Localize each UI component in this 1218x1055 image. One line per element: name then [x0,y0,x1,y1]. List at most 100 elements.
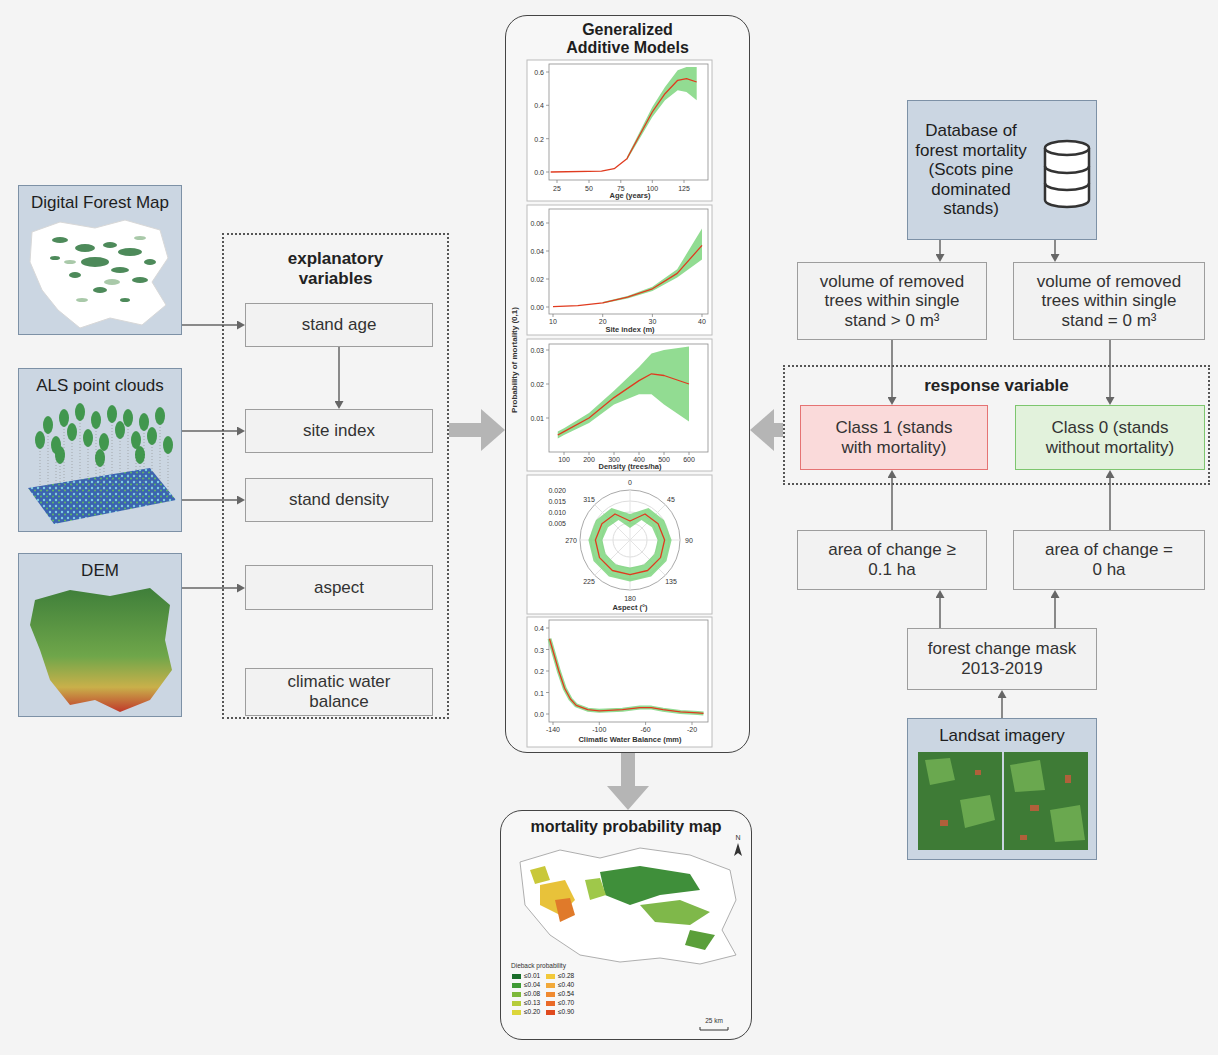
tick-label: 25 km [705,1018,723,1025]
tick-label: -20 [687,726,697,733]
tick-label: 0.2 [534,135,544,142]
legend-item: ≤0.04 [512,981,540,989]
tick-label: 0.2 [534,668,544,675]
node-label: mortality probability map [530,818,721,836]
tick-label: 135 [665,578,677,585]
point-cloud-figure [28,403,176,524]
tick-label: 0.005 [548,520,566,527]
plot-areas [549,64,708,722]
tick-label: 0.03 [530,347,544,354]
tick-label: 45 [667,496,675,503]
source-panel: Landsat imagery [907,718,1097,860]
tick-label: 0.02 [530,381,544,388]
node-label: stand age [302,315,377,335]
tick-label: 225 [583,578,595,585]
axis-title: Aspect (°) [612,604,647,612]
class-box: Class 1 (stands with mortality) [800,405,988,470]
legend-swatch [512,1010,521,1015]
tick-label: 125 [678,185,690,192]
variable-box: stand density [245,478,433,522]
node-label: volume of removed trees within single st… [818,272,966,331]
node-label: Class 1 (stands with mortality) [819,418,969,457]
connector-arrow [182,587,237,589]
node-label: stand density [289,490,389,510]
tick-label: 0.00 [530,304,544,311]
legend-item: ≤0.20 [512,1008,540,1016]
tick-label: 0.01 [530,415,544,422]
database-box: Database of forest mortality (Scots pine… [907,100,1097,240]
legend-swatch [512,974,521,979]
connector-arrow [1001,698,1003,718]
tick-label: 0.0 [534,169,544,176]
variable-box: stand age [245,303,433,347]
variable-box: climatic water balance [245,668,433,716]
tick-label: 0.04 [530,248,544,255]
variable-box: area of change ≥ 0.1 ha [797,530,987,590]
panel-fills [18,15,1097,1040]
axis-title: Climatic Water Balance (mm) [578,736,681,744]
model-curves [550,79,704,714]
legend-swatch [546,974,555,979]
chart-frames [527,60,712,747]
axis-title: Age (years) [610,192,651,200]
tick-label: N [735,834,740,841]
legend-label: ≤0.20 [524,1009,540,1016]
polar-grid [580,490,680,590]
node-label: area of change = 0 ha [1044,540,1174,579]
flow-arrow [449,423,481,437]
variable-box: volume of removed trees within single st… [797,262,987,340]
axis-title: Probability of mortality (0,1) [511,307,519,413]
forest-map-figure [30,220,168,328]
tick-label: -140 [546,726,560,733]
connector-arrow [939,240,941,254]
class-box: Class 0 (stands without mortality) [1015,405,1205,470]
tick-label: -60 [641,726,651,733]
legend-item: ≤0.54 [546,990,574,998]
database-icon [1045,141,1089,207]
tick-label: 0.010 [548,509,566,516]
group-frame: explanatory variablesstand agesite index… [222,233,449,719]
connector-arrow [182,324,237,326]
flow-arrow [621,753,635,786]
variable-box: aspect [245,565,433,610]
connector-arrow [1054,598,1056,628]
connector-arrow [891,478,893,530]
source-panel: DEM [18,553,182,717]
tick-label: 0.4 [534,102,544,109]
tick-label: 50 [585,185,593,192]
legend-item: ≤0.70 [546,999,574,1007]
tick-label: 500 [658,456,670,463]
flow-arrow [774,423,783,437]
node-label: climatic water balance [281,672,397,711]
tick-label: 10 [549,318,557,325]
tick-label: 30 [648,318,656,325]
tick-label: 0.015 [548,498,566,505]
variable-box: forest change mask 2013-2019 [907,628,1097,690]
tick-label: 100 [558,456,570,463]
group-frame: response variableClass 1 (stands with mo… [783,365,1210,485]
tick-label: 400 [633,456,645,463]
legend-item: ≤0.08 [512,990,540,998]
source-panel: ALS point clouds [18,368,182,532]
legend-label: ≤0.54 [558,991,574,998]
axis-title: Density (trees/ha) [599,463,662,471]
tick-label: 40 [698,318,706,325]
tick-label: 600 [683,456,695,463]
tick-label: 90 [685,537,693,544]
legend-item: ≤0.40 [546,981,574,989]
node-label: area of change ≥ 0.1 ha [828,540,956,579]
legend-label: ≤0.08 [524,991,540,998]
node-label: aspect [314,578,364,598]
tick-label: Dieback probability [511,963,566,970]
legend-item: ≤0.13 [512,999,540,1007]
variable-box: site index [245,409,433,453]
connector-arrow [182,499,237,501]
tick-label: 20 [599,318,607,325]
tick-label: 180 [624,595,636,602]
tick-label: 0.6 [534,69,544,76]
legend-swatch [512,992,521,997]
legend-swatch [512,983,521,988]
legend-item: ≤0.90 [546,1008,574,1016]
